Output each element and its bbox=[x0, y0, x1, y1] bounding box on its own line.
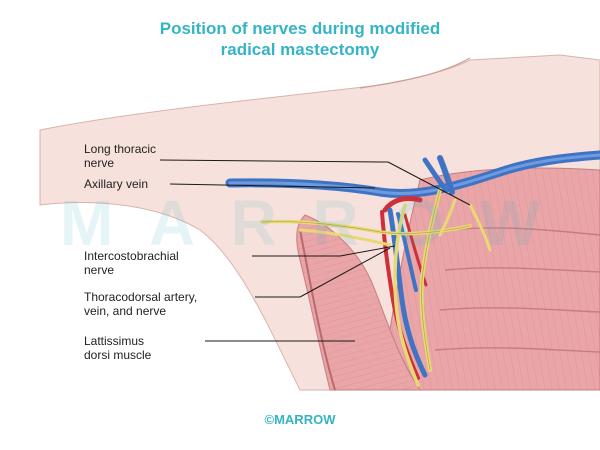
lat-edge-shadow bbox=[299, 229, 336, 391]
serratus-slips bbox=[434, 227, 600, 353]
label-axillary-vein: Axillary vein bbox=[84, 177, 149, 191]
label-thoracodorsal: Thoracodorsal artery, vein, and nerve bbox=[84, 290, 198, 318]
thoracodorsal-vein bbox=[387, 207, 428, 378]
copyright-footer: ©MARROW bbox=[264, 412, 336, 427]
axillary-artery bbox=[382, 195, 423, 213]
shoulder-contour bbox=[359, 57, 471, 89]
label-latissimus-dorsi: Lattissimus dorsi muscle bbox=[84, 334, 152, 362]
vein-branch-upper bbox=[437, 155, 455, 195]
leader-lines bbox=[159, 159, 471, 342]
thoracodorsal-artery bbox=[380, 210, 420, 380]
diagram-title: Position of nerves during modified radic… bbox=[0, 18, 600, 60]
leader-axillary-vein bbox=[169, 183, 376, 189]
title-line-2: radical mastectomy bbox=[220, 40, 380, 59]
title-line-1: Position of nerves during modified bbox=[159, 19, 441, 38]
leader-long-thoracic bbox=[159, 159, 389, 163]
label-long-thoracic-nerve: Long thoracic nerve bbox=[84, 142, 157, 170]
label-intercostobrachial-nerve: Intercostobrachial nerve bbox=[84, 249, 179, 277]
